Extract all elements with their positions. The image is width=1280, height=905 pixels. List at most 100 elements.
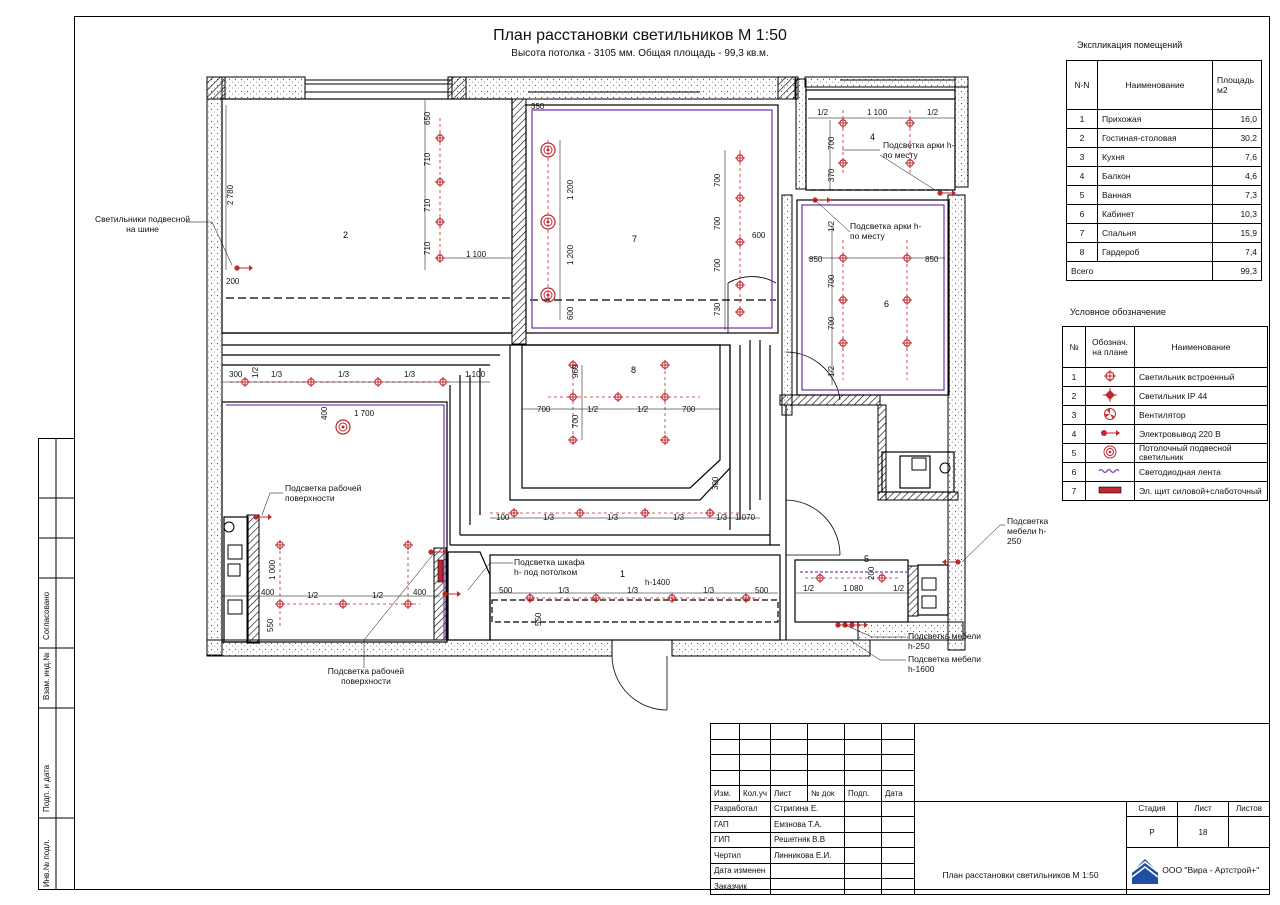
- recessed-light-icon: [275, 599, 285, 609]
- pendant-light-icon: [335, 419, 351, 435]
- dim-1200-a: 1 200: [566, 179, 575, 200]
- recessed-light-icon: [306, 377, 316, 387]
- recessed-light-icon: [735, 307, 745, 317]
- recessed-light-icon: [735, 193, 745, 203]
- recessed-light-icon: [838, 118, 848, 128]
- drawing-title: План расстановки светильников М 1:50: [493, 27, 787, 44]
- recessed-light-icon: [240, 377, 250, 387]
- legend-cell-num: 2: [1062, 386, 1086, 406]
- dim-700-b: 700: [713, 216, 722, 230]
- label-wardrobe-light: Подсветка шкафа h- под потолком: [514, 557, 585, 577]
- dim-1-3-f: 1/3: [673, 513, 685, 522]
- rooms-cell-num: 7: [1066, 223, 1098, 243]
- legend-cell-num: 6: [1062, 462, 1086, 482]
- recessed-light-icon: [338, 599, 348, 609]
- dim-710-c: 710: [423, 241, 432, 255]
- stamp-name-0: Стригина Е.: [770, 800, 845, 817]
- dim-1000: 1 000: [268, 559, 277, 580]
- pendant-light-icon: [540, 142, 556, 158]
- stamp-sheet-label: Лист: [1177, 800, 1229, 817]
- legend-cell-name: Вентилятор: [1134, 405, 1268, 425]
- dim-1-3-i: 1/3: [627, 586, 639, 595]
- rooms-cell-name: Гостиная-столовая: [1097, 128, 1213, 148]
- dim-850-b: 850: [925, 255, 939, 264]
- dim-1-3-g: 1/3: [716, 513, 728, 522]
- dim-1-2-k: 1/2: [893, 584, 905, 593]
- stamp-header-5: Дата: [881, 785, 915, 802]
- side-stamp: [38, 438, 75, 890]
- dim-350: 350: [531, 102, 545, 111]
- fan-icon: [1104, 408, 1116, 420]
- title-stamp: Изм. Кол.уч Лист № док Подп. Дата Разраб…: [710, 723, 1270, 895]
- rooms-header-area: Площадь м2: [1212, 60, 1262, 110]
- recessed-light-icon: [741, 593, 751, 603]
- recessed-light-icon: [509, 508, 519, 518]
- stamp-header-4: Подп.: [844, 785, 882, 802]
- pendant-light-icon: [540, 287, 556, 303]
- rooms-cell-area: 15,9: [1212, 223, 1262, 243]
- legend-cell-num: 7: [1062, 481, 1086, 501]
- recessed-light-icon: [838, 338, 848, 348]
- recessed-light-icon: [667, 593, 677, 603]
- stamp-header-3: № док: [807, 785, 845, 802]
- dim-2780: 2 780: [226, 184, 235, 205]
- dim-370: 370: [827, 168, 836, 182]
- legend-cell-symbol: [1085, 462, 1135, 482]
- recessed-light-icon: [838, 253, 848, 263]
- rooms-cell-area: 7,3: [1212, 185, 1262, 205]
- dim-730: 730: [713, 302, 722, 316]
- recessed-light-icon: [905, 158, 915, 168]
- legend-cell-name: Электровывод 220 В: [1134, 424, 1268, 444]
- dim-1-2-d: 1/2: [827, 365, 836, 377]
- room-number-7: 7: [632, 234, 637, 244]
- rooms-cell-name: Гардероб: [1097, 242, 1213, 262]
- power-outlet-icon: [253, 514, 272, 520]
- dim-1-3-d: 1/3: [543, 513, 555, 522]
- dim-1700: 1 700: [354, 409, 375, 418]
- legend-cell-symbol: [1085, 424, 1135, 444]
- recessed-light-icon: [435, 253, 445, 263]
- rooms-cell-num: 6: [1066, 204, 1098, 224]
- fixtures: [223, 457, 951, 615]
- legend-cell-symbol: [1085, 367, 1135, 387]
- rooms-cell-num: 8: [1066, 242, 1098, 262]
- power-outlet-icon: [942, 559, 961, 565]
- dim-100: 100: [496, 513, 510, 522]
- dim-700-c: 700: [713, 258, 722, 272]
- recessed-light-icon: [838, 158, 848, 168]
- recessed-light-icon: [815, 573, 825, 583]
- rooms-cell-area: 4,6: [1212, 166, 1262, 186]
- dim-1100-c: 1 100: [465, 370, 486, 379]
- dim-550-b: 550: [534, 612, 543, 626]
- rooms-cell-name: Ванная: [1097, 185, 1213, 205]
- legend-cell-name: Светильник встроенный: [1134, 367, 1268, 387]
- label-furniture-250-b: Подсветка мебели h-250: [908, 631, 982, 651]
- legend-caption: Условное обозначение: [1070, 307, 1166, 317]
- leader-lines: [186, 149, 1005, 668]
- legend-cell-num: 1: [1062, 367, 1086, 387]
- recessed-light-icon: [905, 118, 915, 128]
- recessed-light-icon: [660, 360, 670, 370]
- rooms-cell-area: 30,2: [1212, 128, 1262, 148]
- stamp-sheets: [1228, 816, 1270, 848]
- legend-header-num: №: [1062, 326, 1086, 368]
- recessed-light-icon: [435, 177, 445, 187]
- dim-200: 200: [226, 277, 240, 286]
- label-furniture-250-a: Подсветка мебели h-250: [1007, 516, 1049, 546]
- dimension-texts: 650 710 710 710 2 780 1 100 200 350 1 20…: [226, 102, 939, 632]
- dim-500-a: 500: [499, 586, 513, 595]
- recessed-light-icon: [705, 508, 715, 518]
- dimension-lines: [222, 100, 955, 597]
- recessed-light-icon: [640, 508, 650, 518]
- dim-1-2-c: 1/2: [827, 220, 836, 232]
- power-outlet-icon: [937, 190, 956, 196]
- recessed-light-icon: [660, 435, 670, 445]
- stamp-name-2: Решетняк В.В: [770, 831, 845, 848]
- legend-header-symbol: Обознач. на плане: [1085, 326, 1135, 368]
- dim-850-a: 850: [809, 255, 823, 264]
- rooms-cell-area: 7,4: [1212, 242, 1262, 262]
